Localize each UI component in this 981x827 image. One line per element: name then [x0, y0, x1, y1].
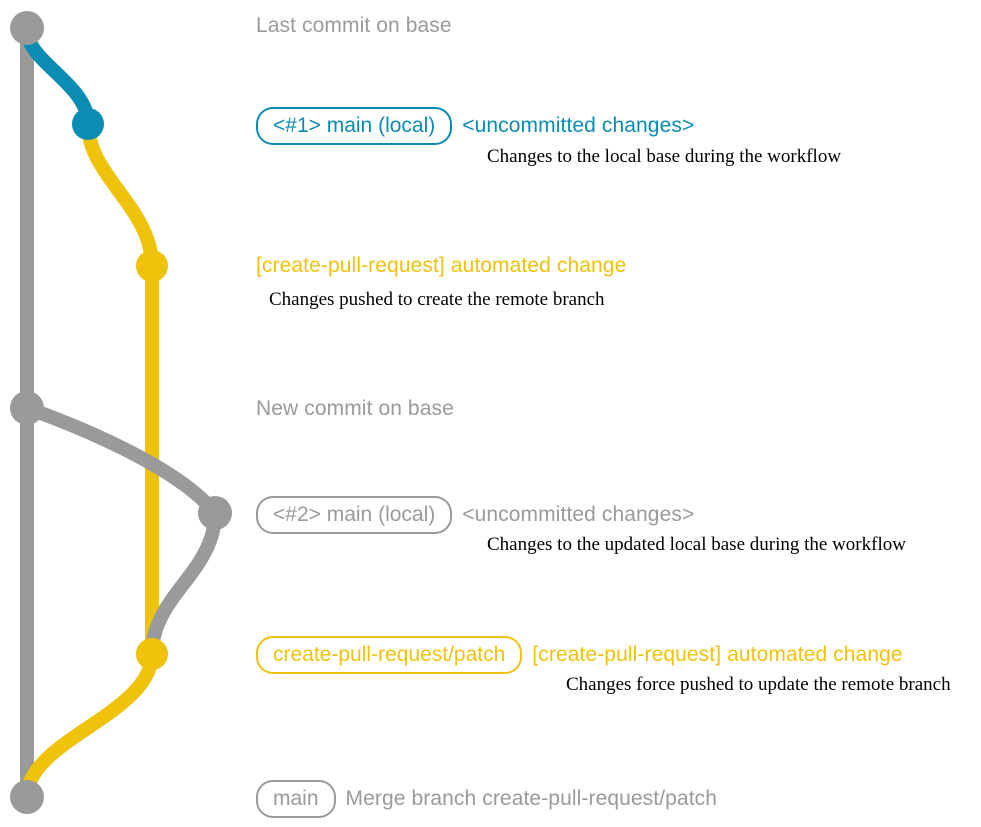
note-local-uncommitted-1: Changes to the local base during the wor…: [487, 146, 842, 167]
ref-badge-main[interactable]: main: [256, 780, 336, 818]
commit-node-base-2[interactable]: [10, 391, 44, 425]
note-local-uncommitted-2: Changes to the updated local base during…: [487, 534, 906, 555]
row-local-uncommitted-2: <#2> main (local) <uncommitted changes>: [256, 496, 694, 534]
commit-subject: [create-pull-request] automated change: [256, 254, 627, 277]
row-automated-change-1: [create-pull-request] automated change: [256, 254, 626, 278]
commit-node-local-1[interactable]: [72, 108, 104, 140]
row-local-uncommitted-1: <#1> main (local) <uncommitted changes>: [256, 107, 694, 145]
edge-base1-local1: [20, 29, 95, 125]
commit-node-patch-1[interactable]: [136, 250, 168, 282]
commit-subject: <uncommitted changes>: [462, 114, 695, 137]
commit-node-local-2[interactable]: [198, 496, 232, 530]
commit-subject: Merge branch create-pull-request/patch: [345, 787, 718, 810]
row-last-commit-on-base: Last commit on base: [256, 14, 452, 38]
row-automated-change-2: create-pull-request/patch [create-pull-re…: [256, 636, 903, 674]
commit-subject: Last commit on base: [256, 14, 452, 37]
edge-base2-local2: [24, 401, 221, 518]
edge-local2-patch2: [145, 512, 222, 655]
commit-subject: New commit on base: [256, 397, 454, 420]
ref-badge-create-pull-request-patch[interactable]: create-pull-request/patch: [256, 636, 523, 674]
note-automated-change-1: Changes pushed to create the remote bran…: [269, 289, 605, 310]
edge-patch2-base3: [20, 653, 159, 798]
row-merge-commit: main Merge branch create-pull-request/pat…: [256, 780, 717, 818]
commit-subject: <uncommitted changes>: [462, 503, 695, 526]
ref-badge-main-local-2[interactable]: <#2> main (local): [256, 496, 453, 534]
commit-node-base-1[interactable]: [10, 11, 44, 45]
commit-node-patch-2[interactable]: [136, 638, 168, 670]
commit-subject: [create-pull-request] automated change: [532, 643, 903, 666]
row-new-commit-on-base: New commit on base: [256, 397, 454, 421]
commit-node-base-3[interactable]: [10, 780, 44, 814]
note-automated-change-2: Changes force pushed to update the remot…: [566, 674, 951, 695]
edge-local1-patch1: [81, 123, 159, 267]
ref-badge-main-local-1[interactable]: <#1> main (local): [256, 107, 453, 145]
